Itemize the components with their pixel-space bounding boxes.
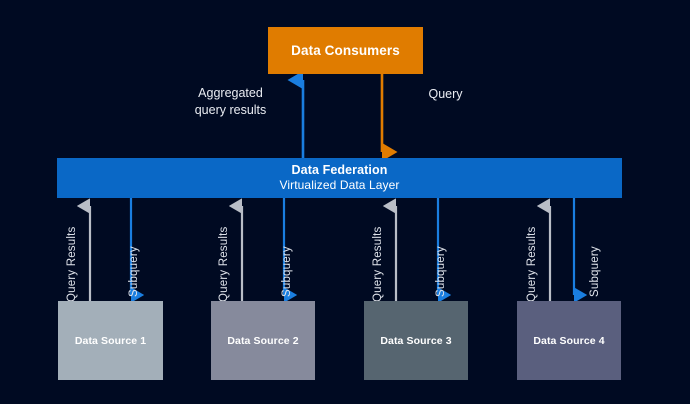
data-federation-subtitle: Virtualized Data Layer (279, 178, 400, 192)
subquery-label-3: Subquery (435, 246, 447, 297)
data-source-box-2[interactable]: Data Source 2 (211, 301, 315, 380)
subquery-label-2: Subquery (281, 246, 293, 297)
query-results-label-2: Query Results (218, 226, 230, 302)
data-source-box-1[interactable]: Data Source 1 (58, 301, 163, 380)
query-results-label-1: Query Results (66, 226, 78, 302)
data-source-label-2: Data Source 2 (227, 334, 299, 347)
aggregated-query-results-label: Aggregated query results (194, 86, 267, 117)
data-source-label-3: Data Source 3 (380, 334, 452, 347)
data-federation-title: Data Federation (291, 163, 388, 177)
data-source-label-1: Data Source 1 (74, 334, 147, 347)
data-source-label-4: Data Source 4 (533, 334, 605, 347)
data-source-box-4[interactable]: Data Source 4 (517, 301, 621, 380)
data-consumers-box[interactable]: Data Consumers (268, 27, 423, 74)
subquery-label-1: Subquery (128, 246, 140, 297)
data-federation-bar[interactable]: Data Federation Virtualized Data Layer (57, 158, 622, 198)
subquery-label-4: Subquery (589, 246, 601, 297)
query-results-label-4: Query Results (526, 226, 538, 302)
query-results-label-3: Query Results (372, 226, 384, 302)
data-source-box-3[interactable]: Data Source 3 (364, 301, 468, 380)
data-consumers-label: Data Consumers (291, 43, 400, 58)
query-label: Query (428, 87, 463, 101)
